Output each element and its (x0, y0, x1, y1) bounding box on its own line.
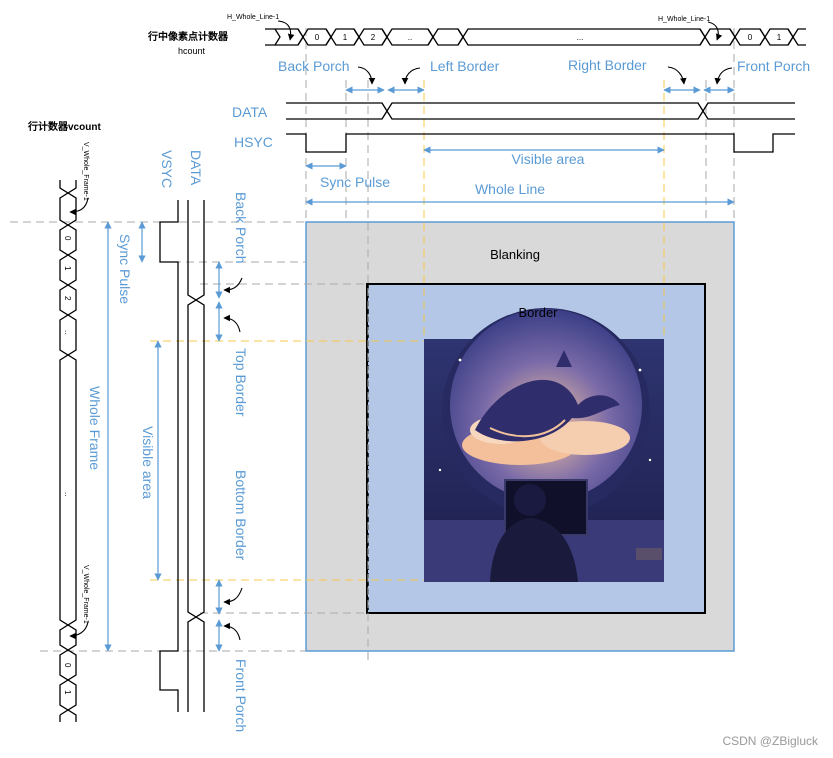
vcount-cell-1: 1 (63, 266, 72, 271)
h-whole-line-marker-right: H_Whole_Line-1 (658, 16, 710, 23)
watermark: CSDN @ZBigluck (722, 734, 819, 748)
hcount-cell-5: 0 (748, 33, 753, 42)
visible-area-image (424, 308, 664, 582)
vcount-bus (59, 180, 77, 722)
v-back-porch-label: Back Porch (233, 192, 249, 264)
v-whole-frame-marker-top: V_Whole_Frame-1 (82, 142, 89, 201)
vcount-cell-0: 0 (63, 236, 72, 241)
hcount-cell-4: ... (577, 33, 584, 42)
vcount-cell-5: 0 (63, 663, 72, 668)
hcount-label-en: hcount (178, 46, 206, 56)
h-data-wave (286, 102, 795, 120)
vcount-cell-6: 1 (63, 690, 72, 695)
vcount-cell-4: .. (63, 492, 72, 496)
v-data-label: DATA (188, 150, 204, 186)
vcount-cell-2: 2 (63, 296, 72, 301)
h-left-border-label: Left Border (430, 58, 500, 74)
v-sync-pulse-label: Sync Pulse (117, 234, 133, 304)
h-data-label: DATA (232, 104, 268, 120)
vsyc-wave (159, 200, 179, 712)
guide-lines (10, 28, 735, 660)
hcount-cell-6: 1 (777, 33, 782, 42)
h-sync-pulse-label: Sync Pulse (320, 174, 390, 190)
h-right-border-label: Right Border (568, 57, 647, 73)
blanking-label: Blanking (490, 247, 540, 262)
vcount-label: 行计数器vcount (27, 120, 101, 133)
hcount-cell-0: 0 (315, 33, 320, 42)
v-whole-frame-label: Whole Frame (87, 386, 103, 470)
h-visible-area-label: Visible area (512, 151, 585, 167)
v-visible-area-label: Visible area (140, 426, 156, 499)
hcount-cell-3: .. (408, 33, 412, 42)
v-data-wave (187, 200, 205, 712)
hcount-cell-1: 1 (343, 33, 348, 42)
hsyc-label: HSYC (234, 134, 273, 150)
hcount-label-cn: 行中像素点计数器 (147, 30, 229, 43)
v-top-border-label: Top Border (233, 348, 249, 417)
v-front-porch-label: Front Porch (233, 659, 249, 732)
hsyc-wave (286, 133, 795, 153)
h-back-porch-label: Back Porch (278, 58, 350, 74)
border-label: Border (518, 305, 558, 320)
v-whole-frame-marker-bottom: V_Whole_Frame-1 (82, 565, 89, 624)
h-whole-line-label: Whole Line (475, 181, 545, 197)
hcount-cell-2: 2 (371, 33, 376, 42)
vcount-cell-3: .. (63, 330, 72, 334)
h-front-porch-label: Front Porch (737, 58, 810, 74)
vsyc-label: VSYC (159, 150, 175, 188)
hcount-bus (265, 28, 806, 46)
h-whole-line-marker-left: H_Whole_Line-1 (227, 14, 279, 21)
v-bottom-border-label: Bottom Border (233, 470, 249, 561)
